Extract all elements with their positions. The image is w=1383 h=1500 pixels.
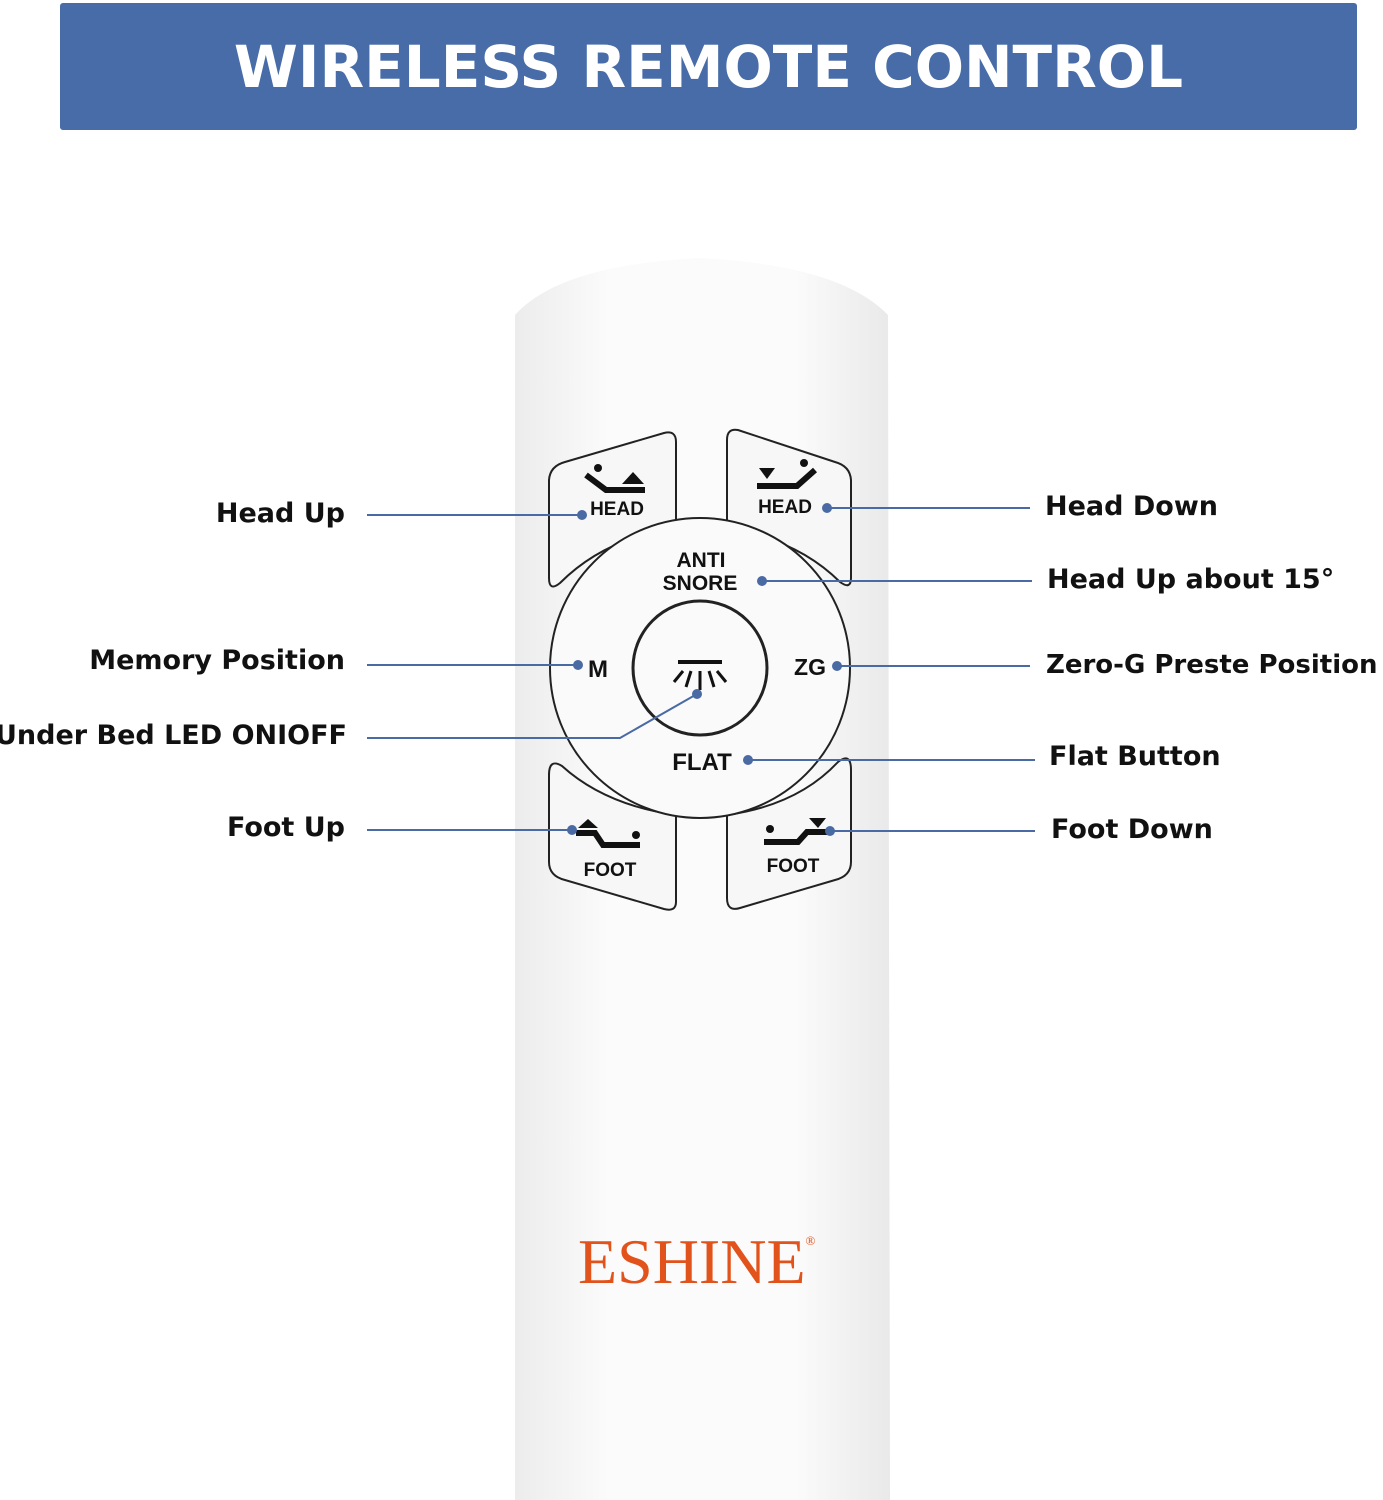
- callout-memory: Memory Position: [89, 645, 345, 676]
- brand-logo: ESHINE®: [578, 1225, 815, 1299]
- light-icon: [672, 660, 728, 690]
- callout-line-head-down: [822, 503, 1030, 513]
- callout-line-led: [367, 689, 702, 739]
- head-up-bed-icon: [584, 464, 645, 493]
- foot-down-label: FOOT: [767, 856, 820, 877]
- callout-line-foot-up: [367, 825, 577, 835]
- page-title: WIRELESS REMOTE CONTROL: [233, 32, 1184, 101]
- registered-mark: ®: [805, 1233, 816, 1248]
- snore-label: SNORE: [663, 572, 738, 595]
- callout-line-memory: [367, 660, 583, 670]
- callout-line-zero-g: [832, 661, 1030, 671]
- callout-anti-snore: Head Up about 15°: [1047, 564, 1335, 595]
- callout-flat: Flat Button: [1049, 741, 1221, 772]
- head-up-label: HEAD: [590, 499, 644, 520]
- flat-button[interactable]: FLAT: [672, 749, 732, 776]
- callout-line-head-up: [367, 510, 587, 520]
- brand-name: ESHINE: [578, 1226, 806, 1297]
- zero-g-button[interactable]: ZG: [794, 654, 826, 680]
- anti-label: ANTI: [677, 549, 726, 572]
- foot-up-bed-icon: [576, 819, 640, 848]
- callout-zero-g: Zero-G Preste Position: [1046, 650, 1378, 680]
- callout-line-flat: [743, 755, 1035, 765]
- head-down-bed-icon: [757, 459, 817, 489]
- memory-button[interactable]: M: [588, 656, 608, 683]
- head-down-label: HEAD: [758, 497, 812, 518]
- callout-foot-up: Foot Up: [226, 812, 345, 843]
- callout-foot-down: Foot Down: [1051, 814, 1213, 845]
- foot-up-label: FOOT: [584, 860, 637, 881]
- callout-line-foot-down: [825, 826, 1035, 836]
- title-banner: WIRELESS REMOTE CONTROL: [60, 3, 1357, 130]
- led-button[interactable]: [631, 599, 769, 737]
- foot-down-bed-icon: [764, 818, 830, 845]
- callout-head-down: Head Down: [1045, 491, 1218, 522]
- callout-head-up: Head Up: [215, 498, 345, 529]
- callout-line-anti-snore: [757, 576, 1032, 586]
- callout-led: Under Bed LED ONIOFF: [0, 720, 347, 751]
